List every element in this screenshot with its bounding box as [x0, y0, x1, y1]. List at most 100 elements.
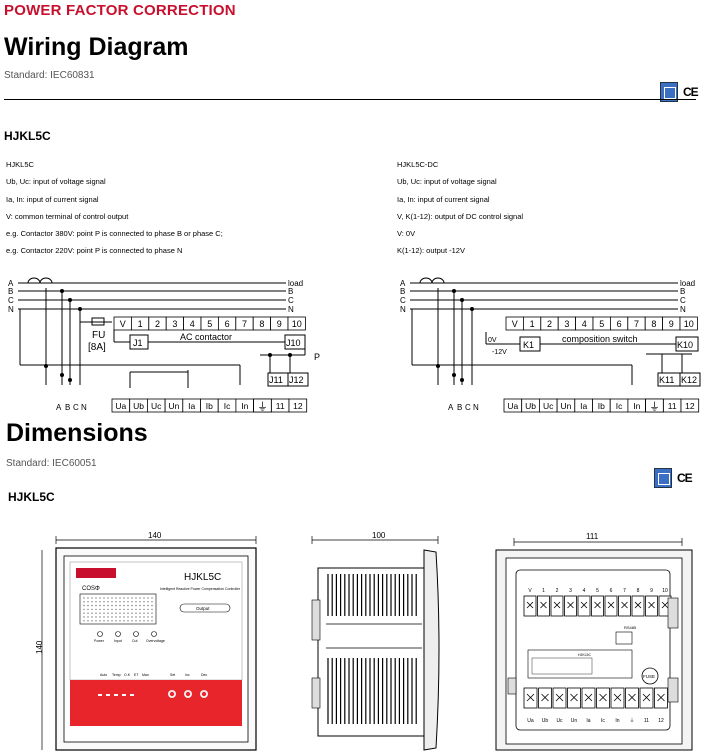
- right-bottom-terminal-label: Ub: [525, 401, 536, 411]
- rear-top-terminal: [604, 595, 618, 617]
- rear-bottom-terminal-label: In: [615, 718, 619, 724]
- right-top-terminal-label: 4: [582, 319, 587, 329]
- side-view-drawing: 100: [311, 531, 440, 751]
- right-top-terminal-label: 1: [530, 319, 535, 329]
- left-top-terminal-label: 9: [277, 319, 282, 329]
- bottom-phase-label: C: [465, 403, 471, 412]
- right-bottom-terminal-label: In: [633, 401, 640, 411]
- desc-line: V: 0V: [397, 229, 416, 239]
- zero-volt-label: 0V: [488, 337, 497, 344]
- rear-bottom-terminal-label: Ic: [601, 718, 605, 724]
- fuse-rating: [8A]: [88, 342, 106, 353]
- right-top-terminal-label: 10: [684, 319, 694, 329]
- left-top-terminal-label: V: [120, 319, 126, 329]
- bottom-phase-label: B: [457, 403, 462, 412]
- indicator-label: Overvoltage: [146, 639, 165, 643]
- rear-top-terminal-label: 5: [596, 588, 599, 594]
- dimensions-model-heading: HJKL5C: [8, 490, 55, 504]
- desc-line: HJKL5C: [6, 160, 34, 169]
- contactor-j12: J12: [289, 375, 304, 385]
- load-arrow-label: B: [288, 287, 293, 296]
- front-cos-label: COSΦ: [82, 586, 100, 592]
- left-top-terminal: [287, 316, 306, 331]
- rear-top-terminal: [645, 595, 658, 617]
- desc-line: e.g. Contactor 380V: point P is connecte…: [6, 229, 223, 239]
- certification-logo-icon: [660, 82, 678, 102]
- rear-top-terminal-label: 1: [542, 588, 545, 594]
- rear-top-terminal-label: 3: [569, 588, 572, 594]
- phase-label: N: [400, 305, 406, 314]
- phase-label: B: [400, 287, 405, 296]
- rear-bottom-terminal-label: 11: [644, 718, 649, 724]
- left-bottom-terminal-label: Uc: [151, 401, 162, 411]
- rear-top-terminal: [591, 595, 604, 617]
- left-bottom-terminal: [253, 398, 272, 413]
- rear-top-terminal-label: V: [528, 588, 532, 594]
- bottom-phase-label: C: [73, 403, 79, 412]
- bottom-phase-label: N: [473, 403, 479, 412]
- bottom-phase-label: A: [56, 403, 62, 412]
- standard-note: Standard: IEC60831: [4, 70, 95, 81]
- rear-width-dimension: 111: [586, 532, 599, 541]
- left-top-terminal-label: 6: [225, 319, 230, 329]
- ground-icon: ⏚: [257, 401, 268, 413]
- side-depth-dimension: 100: [372, 531, 386, 540]
- desc-line: HJKL5C-DC: [397, 160, 439, 169]
- front-output-label: Output: [196, 606, 210, 611]
- phase-label: C: [400, 296, 406, 305]
- left-bottom-terminal-label: In: [241, 401, 248, 411]
- mode-label: O.K: [124, 673, 131, 677]
- ce-mark: CE: [683, 85, 699, 99]
- contactor-j10: J10: [286, 338, 301, 348]
- rear-bottom-terminal-label: Ua: [527, 718, 534, 724]
- bottom-phase-label: B: [65, 403, 70, 412]
- switch-k11: K11: [659, 375, 674, 385]
- phase-label: A: [8, 279, 14, 288]
- rear-bottom-terminal-label: ⏚: [629, 717, 634, 724]
- mode-label: Man: [142, 673, 149, 677]
- load-arrow-label: load: [680, 279, 695, 288]
- load-arrow-label: C: [680, 296, 686, 305]
- right-description: HJKL5C-DC Ub, Uc: input of voltage signa…: [397, 156, 523, 260]
- contactor-j11: J11: [269, 375, 283, 385]
- switch-k12: K12: [681, 375, 697, 385]
- left-top-terminal-label: 7: [242, 319, 247, 329]
- rear-top-terminal-label: 8: [637, 588, 640, 594]
- desc-line: V, K(1-12): output of DC control signal: [397, 211, 524, 221]
- mode-label: Temp: [112, 673, 121, 677]
- left-bottom-terminal-label: 12: [293, 401, 303, 411]
- ce-mark: CE: [677, 471, 693, 485]
- category-heading: POWER FACTOR CORRECTION: [4, 2, 236, 19]
- mode-label: Auto: [100, 673, 107, 677]
- desc-line: Ub, Uc: input of voltage signal: [6, 177, 106, 187]
- rear-top-terminal-label: 10: [662, 588, 668, 594]
- dimensions-title: Dimensions: [6, 419, 148, 447]
- rear-top-terminal-label: 4: [583, 588, 586, 594]
- left-bottom-terminal-label: 11: [276, 401, 285, 411]
- contactor-label: AC contactor: [180, 332, 232, 342]
- load-arrow-label: load: [288, 279, 303, 288]
- front-view-drawing: 140 140 HJKL5C Intelligent Reactive Powe…: [35, 531, 257, 751]
- right-top-terminal-label: 9: [669, 319, 674, 329]
- rear-top-terminal: [550, 595, 564, 617]
- front-width-dimension: 140: [148, 531, 162, 540]
- desc-line: Ub, Uc: input of voltage signal: [397, 177, 497, 187]
- phase-label: C: [8, 296, 14, 305]
- left-bottom-terminal-label: Ua: [115, 401, 126, 411]
- right-top-terminal: [679, 316, 698, 331]
- right-top-terminal-label: 5: [599, 319, 604, 329]
- right-top-terminal-label: 8: [651, 319, 656, 329]
- right-bottom-terminal-label: Uc: [543, 401, 554, 411]
- right-bottom-terminal-label: 11: [668, 401, 677, 411]
- rear-top-terminal: [523, 595, 537, 617]
- header-divider: [4, 99, 696, 100]
- ground-icon: ⏚: [649, 401, 660, 413]
- certification-marks-2: CE: [654, 468, 693, 488]
- minus-12v-label: -12V: [492, 349, 507, 356]
- left-top-terminal-label: 4: [190, 319, 195, 329]
- right-bottom-terminal-label: Ib: [598, 401, 605, 411]
- mode-label: ET: [134, 673, 139, 677]
- model-heading: HJKL5C: [4, 129, 51, 143]
- right-bottom-terminal-label: Ua: [507, 401, 518, 411]
